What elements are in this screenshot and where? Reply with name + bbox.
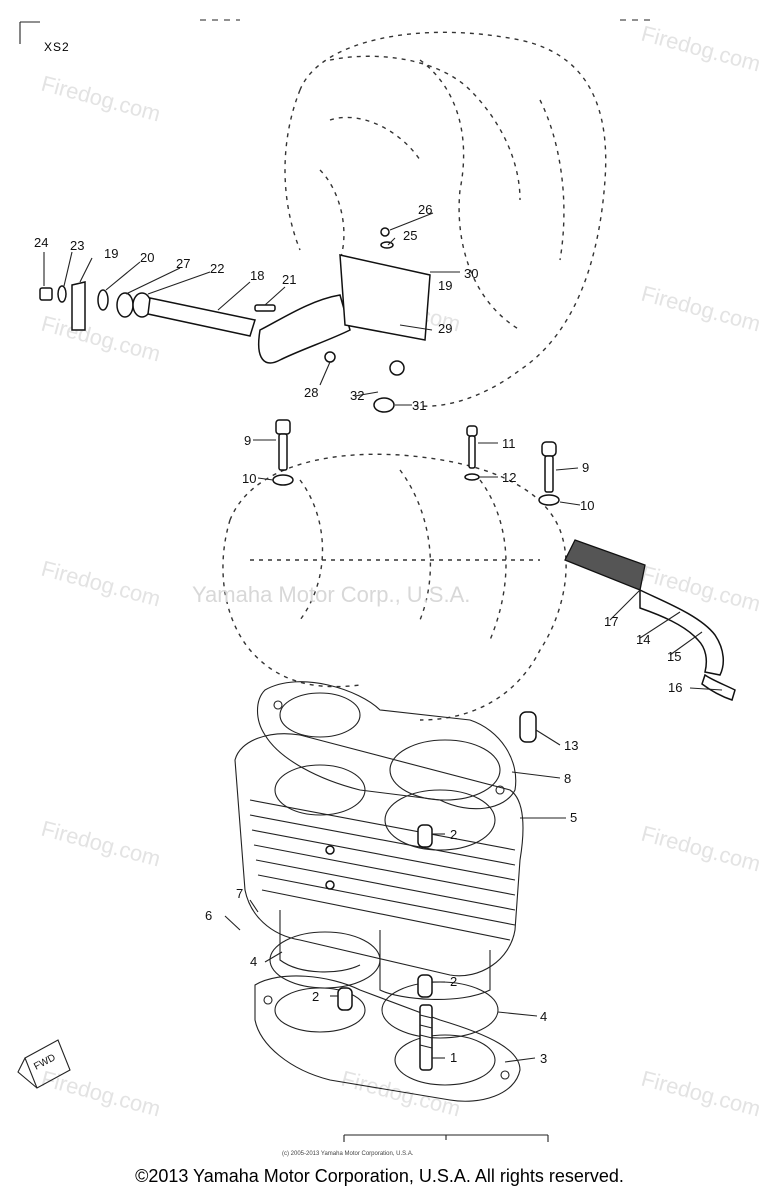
callout-12: 12 <box>502 470 516 485</box>
callout-26: 26 <box>418 202 432 217</box>
callout-16: 16 <box>668 680 682 695</box>
watermark: Firedog.com <box>39 71 164 127</box>
callout-2b: 2 <box>450 974 457 989</box>
callout-25: 25 <box>403 228 417 243</box>
callout-32: 32 <box>350 388 364 403</box>
middle-engine-outline <box>222 453 567 721</box>
watermark: Firedog.com <box>639 21 759 77</box>
callout-6: 6 <box>205 908 212 923</box>
callout-3: 3 <box>540 1051 547 1066</box>
scale-bar <box>343 1134 549 1142</box>
callout-13: 13 <box>564 738 578 753</box>
watermark: Firedog.com <box>639 821 759 877</box>
callout-14: 14 <box>636 632 650 647</box>
callout-9b: 9 <box>582 460 589 475</box>
callout-30: 30 <box>464 266 478 281</box>
callout-11: 11 <box>502 436 516 451</box>
leader-lines <box>43 212 723 1063</box>
callout-7: 7 <box>236 886 243 901</box>
watermark: Firedog.com <box>39 1066 164 1122</box>
callout-9: 9 <box>244 433 251 448</box>
watermark: Firedog.com <box>39 311 164 367</box>
callout-2c: 2 <box>312 989 319 1004</box>
callout-10: 10 <box>242 471 256 486</box>
dowel-pins <box>337 711 537 1011</box>
model-code: XS2 <box>44 40 70 54</box>
callout-21: 21 <box>282 272 296 287</box>
callout-23: 23 <box>70 238 84 253</box>
callout-17: 17 <box>604 614 618 629</box>
callout-18: 18 <box>250 268 264 283</box>
callout-19: 19 <box>104 246 118 261</box>
base-gasket <box>254 975 521 1102</box>
watermark: Firedog.com <box>39 816 164 872</box>
o-rings <box>269 931 499 1039</box>
callout-4: 4 <box>250 954 257 969</box>
callout-31: 31 <box>412 398 426 413</box>
callout-8: 8 <box>564 771 571 786</box>
callout-22: 22 <box>210 261 224 276</box>
callout-2: 2 <box>450 827 457 842</box>
watermark: Firedog.com <box>639 281 759 337</box>
callout-10b: 10 <box>580 498 594 513</box>
tiny-credit: (c) 2005-2013 Yamaha Motor Corporation, … <box>282 1151 414 1157</box>
copyright-notice: ©2013 Yamaha Motor Corporation, U.S.A. A… <box>135 1166 624 1186</box>
bolts <box>272 419 560 506</box>
callout-28: 28 <box>304 385 318 400</box>
callout-15: 15 <box>667 649 681 664</box>
callout-labels: 24 23 19 20 27 22 18 21 26 25 30 19 29 2… <box>34 202 682 1066</box>
callout-29: 29 <box>438 321 452 336</box>
head-gasket <box>256 681 517 810</box>
callout-19b: 19 <box>438 278 452 293</box>
callout-20: 20 <box>140 250 154 265</box>
callout-5: 5 <box>570 810 577 825</box>
callout-4b: 4 <box>540 1009 547 1024</box>
watermark: Firedog.com <box>639 1066 759 1122</box>
cylinder-block <box>234 733 524 1001</box>
watermark-group: Firedog.com Firedog.com Firedog.com Fire… <box>39 21 759 1122</box>
watermark: Firedog.com <box>39 556 164 612</box>
upper-engine-outline <box>284 31 607 407</box>
center-watermark: Yamaha Motor Corp., U.S.A. <box>192 582 470 607</box>
callout-1: 1 <box>450 1050 457 1065</box>
stud-bolt <box>419 1004 433 1071</box>
watermark: Firedog.com <box>339 1066 464 1122</box>
tensioner-assembly <box>39 227 431 413</box>
crop-marks <box>19 19 650 44</box>
callout-24: 24 <box>34 235 48 250</box>
callout-27: 27 <box>176 256 190 271</box>
